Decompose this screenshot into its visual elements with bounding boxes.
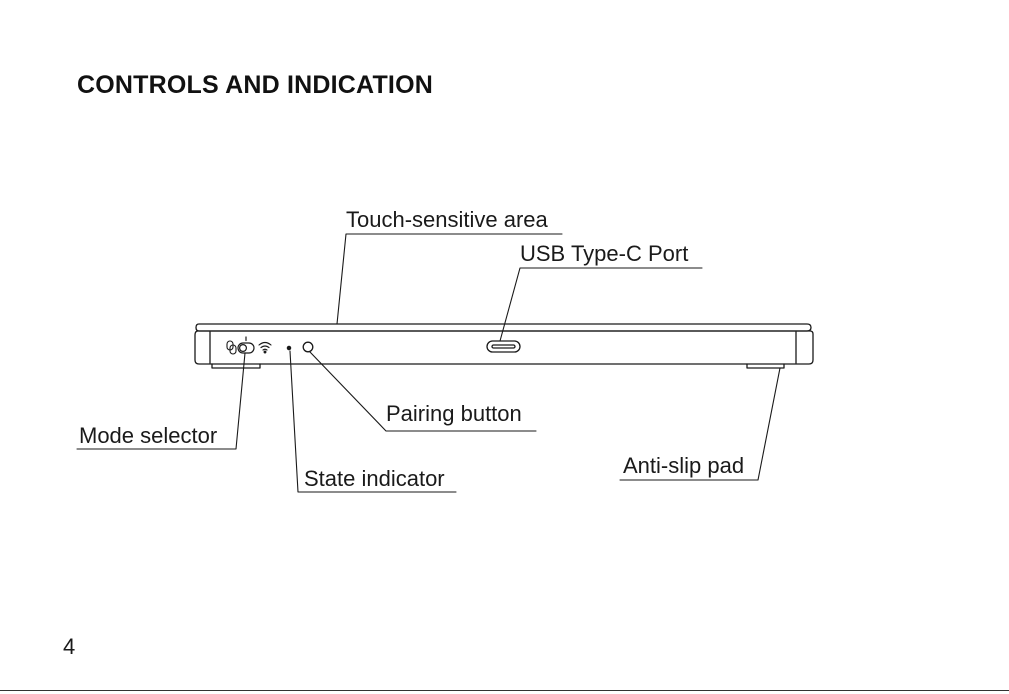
callout-anti-slip-pad: Anti-slip pad: [623, 453, 744, 479]
footer-divider: [0, 690, 1009, 691]
callout-usb-type-c-port: USB Type-C Port: [520, 241, 688, 267]
callout-mode-selector: Mode selector: [79, 423, 217, 449]
link-icon: [227, 341, 236, 354]
pairing-button-icon: [303, 342, 313, 352]
toggle-switch-icon: [238, 337, 254, 353]
callout-pairing-button: Pairing button: [386, 401, 522, 427]
callout-touch-sensitive-area: Touch-sensitive area: [346, 207, 548, 233]
wifi-icon: [259, 343, 271, 353]
usb-c-port-icon: [487, 341, 520, 352]
page-number: 4: [63, 634, 75, 660]
callout-state-indicator: State indicator: [304, 466, 445, 492]
state-indicator-led: [287, 346, 290, 349]
leader-usb-port: [500, 268, 702, 341]
